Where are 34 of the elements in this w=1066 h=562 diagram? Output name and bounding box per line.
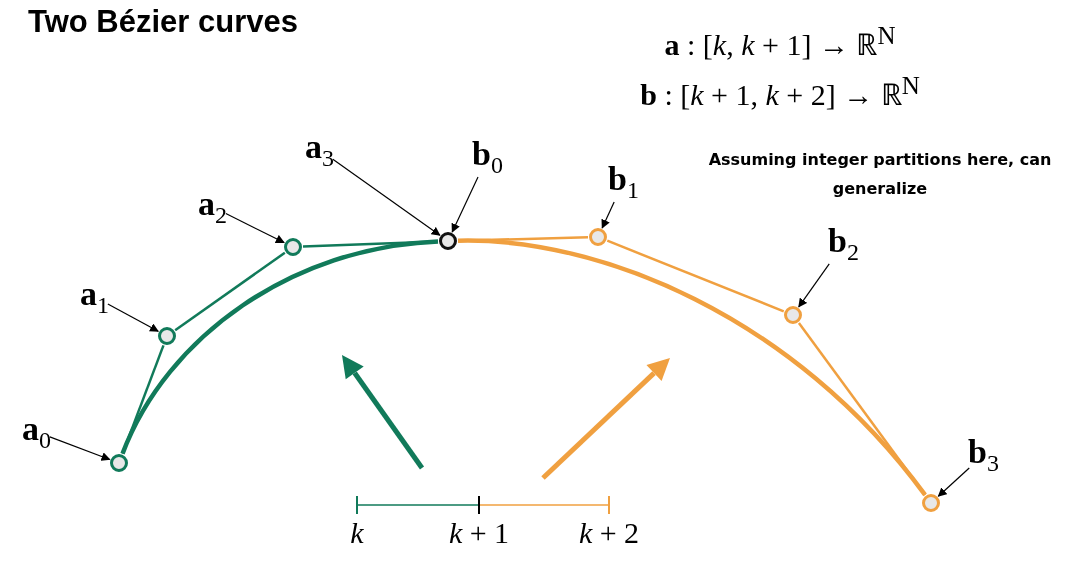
point-label: b$_{0}$ [472,135,503,179]
tick-label: k + 1 [448,516,510,550]
control-point [589,228,607,246]
formula: b : [k + 1, k + 2] → ℝ$^{N}$ [640,72,920,113]
title: Two Bézier curves [28,4,298,40]
bezier-curve [457,238,927,497]
leader-line [601,201,615,229]
control-point [922,494,940,512]
leader-line [225,212,285,244]
point-label: a$_{1}$ [80,275,109,319]
tick-label: k + 2 [578,516,640,550]
point-label: b$_{1}$ [608,160,639,204]
control-point [158,327,176,345]
control-polygon-line [606,239,785,313]
leader-line [332,158,441,236]
leader-line [451,176,479,233]
control-point [110,454,128,472]
leader-line [798,263,830,308]
point-label: a$_{3}$ [305,128,334,172]
point-label: b$_{2}$ [828,222,859,266]
leader-line [49,436,111,461]
note-text: Assuming integer partitions here, can generalize [707,149,1053,200]
control-point [284,238,302,256]
leader-line [937,467,970,497]
point-label: b$_{3}$ [968,433,999,477]
control-polygon-line [174,251,286,332]
bezier-curve [120,239,439,455]
formula: a : [k, k + 1] → ℝ$^{N}$ [664,22,896,63]
control-point [439,232,457,250]
point-label: a$_{0}$ [22,410,51,454]
tick-label: k [350,516,364,550]
control-point [784,306,802,324]
point-label: a$_{2}$ [198,185,227,229]
leader-line [107,303,159,332]
